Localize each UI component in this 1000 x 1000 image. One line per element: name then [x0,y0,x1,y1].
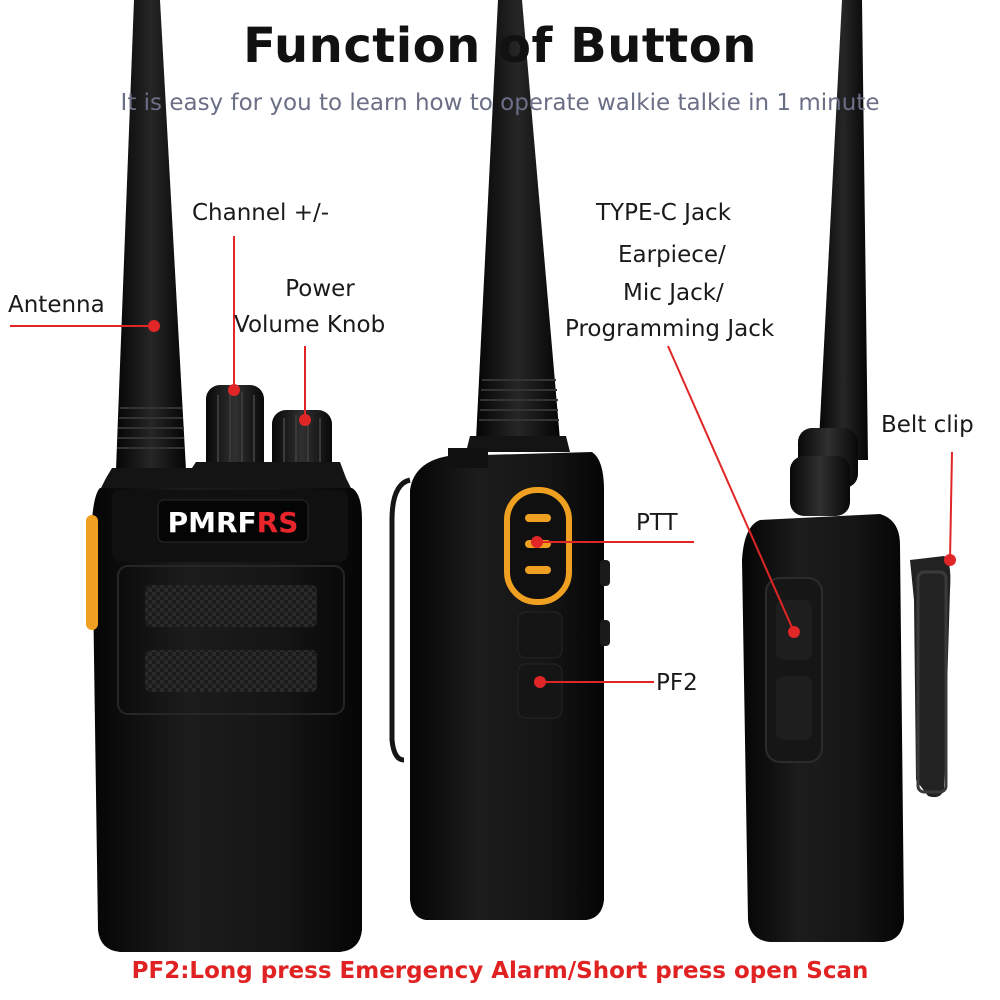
antenna-ribs-front [117,407,185,449]
label-earpiece: Earpiece/ [618,242,726,268]
antenna-rear [818,0,868,460]
pf2-button [517,663,563,719]
radio-rear-view [742,0,951,942]
belt-clip [910,556,951,798]
antenna-front [116,0,186,470]
callout-lines [10,236,956,688]
speaker-grille-upper [145,585,317,627]
label-programming-jack: Programming Jack [565,316,775,342]
brand-logo-text: PMRFRS [168,506,299,539]
label-type-c-jack: TYPE-C Jack [596,200,732,226]
brand-suffix: RS [257,506,299,539]
page-title: Function of Button [243,18,757,74]
belt-clip-wire [389,477,411,763]
footer-note: PF2:Long press Emergency Alarm/Short pre… [131,958,869,984]
label-volume-knob: Volume Knob [234,312,386,338]
radio-side-view [389,0,610,920]
label-ptt: PTT [636,510,678,536]
antenna-side [476,0,560,440]
side-button-front [86,515,98,630]
radio-front-view [86,0,362,952]
label-mic-jack: Mic Jack/ [623,280,724,306]
brand-prefix: PMRF [168,506,257,539]
label-pf2: PF2 [656,670,698,696]
label-antenna: Antenna [8,292,105,318]
label-power: Power [285,276,355,302]
speaker-grille-lower [145,650,317,692]
page-subtitle: It is easy for you to learn how to opera… [120,90,880,116]
pf1-button [517,611,563,659]
brand-logo-badge [157,499,309,543]
label-channel: Channel +/- [192,200,330,226]
channel-knob [206,385,264,475]
label-belt-clip: Belt clip [881,412,974,438]
